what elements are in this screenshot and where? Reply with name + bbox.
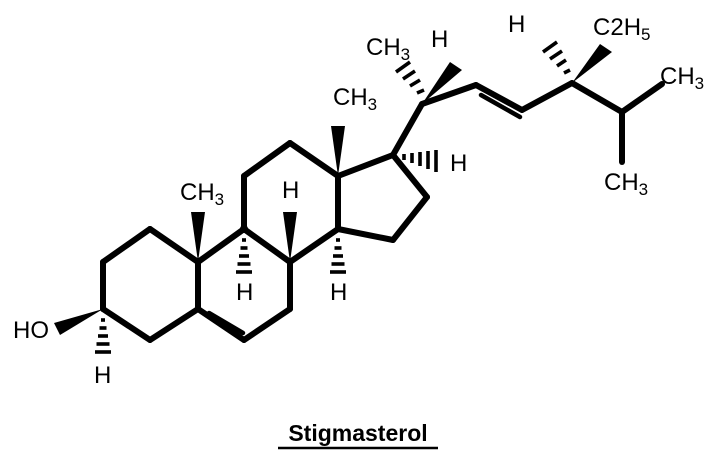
ring-c	[241, 140, 341, 265]
hashed-bonds	[95, 40, 571, 354]
label-h-c20: H	[431, 26, 448, 53]
label-ethyl-c24: C2H5	[593, 14, 651, 44]
ring-a	[100, 226, 201, 343]
label-h-c3: H	[94, 362, 111, 389]
wedge-bonds	[54, 44, 612, 335]
label-methyl-c26: CH3	[660, 63, 704, 93]
ring-d	[335, 152, 430, 243]
label-methyl-c13: CH3	[333, 84, 377, 114]
label-h-c8: H	[282, 177, 299, 204]
compound-name: Stigmasterol	[288, 420, 427, 446]
label-h-c24: H	[508, 11, 525, 38]
label-h-c17: H	[450, 150, 467, 177]
ring-b	[195, 226, 293, 343]
label-methyl-c20: CH3	[366, 34, 410, 64]
atom-labels: HO H CH3 H H H CH3 H CH3 H H C2H5 CH3 CH…	[13, 11, 704, 389]
double-bond-c22-c23	[478, 92, 523, 120]
side-chain	[390, 80, 665, 165]
caption: Stigmasterol	[278, 420, 438, 450]
label-h-c9: H	[236, 279, 253, 306]
label-h-c14: H	[330, 279, 347, 306]
double-bond-c5-c6	[206, 310, 246, 336]
label-methyl-c10: CH3	[180, 179, 224, 209]
label-methyl-c27: CH3	[604, 169, 648, 199]
label-hydroxyl: HO	[13, 317, 49, 344]
